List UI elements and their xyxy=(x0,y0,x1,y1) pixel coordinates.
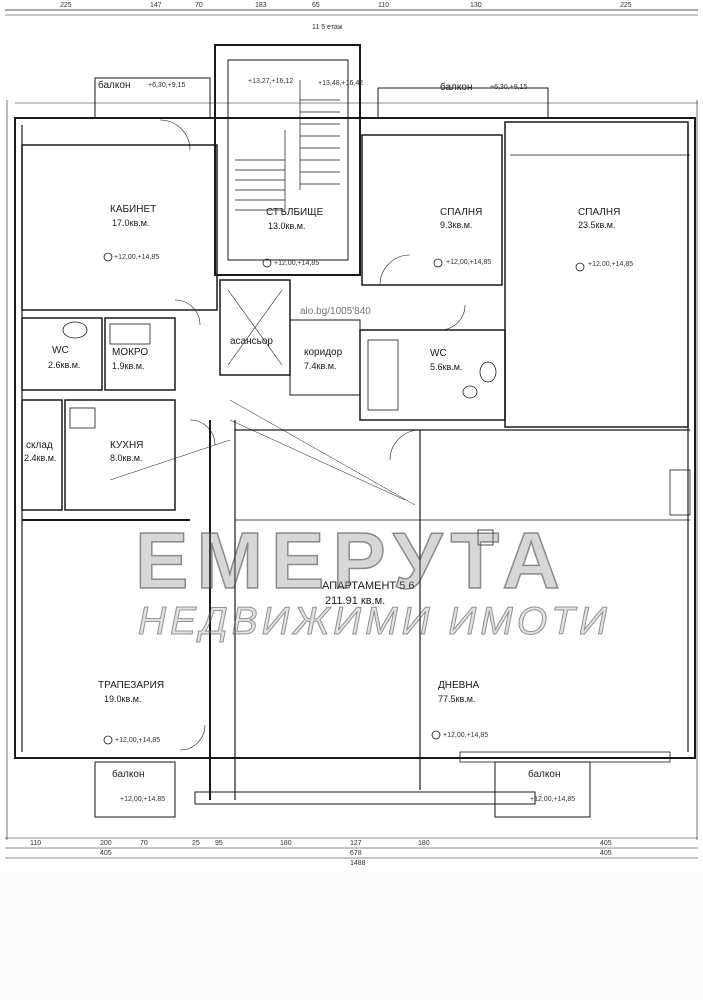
room-level: +12,00,+14,85 xyxy=(115,737,161,744)
room-area-wc-large: 5.6кв.м. xyxy=(430,362,463,372)
room-level: +12,00,+14,85 xyxy=(274,260,320,267)
room-area-kitchen: 8.0кв.м. xyxy=(110,453,143,463)
top-dim: 225 xyxy=(60,2,72,9)
bottom-dim: 110 xyxy=(30,840,42,847)
room-name-living: ДНЕВНА xyxy=(438,680,480,691)
room-level: +12,00,+14,85 xyxy=(446,259,492,266)
balcony-level: +12,00,+14,85 xyxy=(120,796,166,803)
room-name-storage: склад xyxy=(26,440,53,451)
room-area-corridor: 7.4кв.м. xyxy=(304,361,337,371)
room-level: +12,00,+14,85 xyxy=(114,254,160,261)
room-area-kabinet: 17.0кв.м. xyxy=(112,218,150,228)
apartment-area: 211.91 кв.м. xyxy=(325,595,386,607)
scan-margin xyxy=(0,872,703,1000)
top-dim: 130 xyxy=(470,2,482,9)
room-area-bedroom-small: 9.3кв.м. xyxy=(440,220,473,230)
balcony-label: балкон xyxy=(528,769,561,780)
bottom-dim: 95 xyxy=(215,840,223,847)
top-dim: 65 xyxy=(312,2,320,9)
bottom-dim: 405 xyxy=(600,850,612,857)
room-level: +12,00,+14,85 xyxy=(588,261,634,268)
room-name-kitchen: КУХНЯ xyxy=(110,440,144,451)
stair-level: +13,27,+16,12 xyxy=(248,78,294,85)
room-name-mokro: МОКРО xyxy=(112,347,149,358)
stair-level: +13,48,+16,42 xyxy=(318,80,364,87)
room-name-wc-small: WC xyxy=(52,345,69,356)
floor-note: 11 5 етаж xyxy=(312,24,343,31)
balcony-level: +6,30,+9,15 xyxy=(148,82,186,89)
balcony-label: балкон xyxy=(112,769,145,780)
watermark-tagline: НЕДВИЖИМИ ИМОТИ xyxy=(138,600,611,644)
room-name-bedroom-large: СПАЛНЯ xyxy=(578,207,621,218)
room-area-living: 77.5кв.м. xyxy=(438,694,476,704)
room-name-stairs: СТЪЛБИЩЕ xyxy=(266,207,324,218)
room-name-bedroom-small: СПАЛНЯ xyxy=(440,207,483,218)
bottom-dim-total: 1488 xyxy=(350,860,366,867)
room-name-wc-large: WC xyxy=(430,348,447,359)
room-area-mokro: 1.9кв.м. xyxy=(112,361,145,371)
room-area-dining: 19.0кв.м. xyxy=(104,694,142,704)
balcony-label: балкон xyxy=(98,80,131,91)
room-area-bedroom-large: 23.5кв.м. xyxy=(578,220,616,230)
bottom-dim: 405 xyxy=(100,850,112,857)
balcony-level: +12,00,+14,85 xyxy=(530,796,576,803)
balcony-level: +6,30,+9,15 xyxy=(490,84,528,91)
top-dim: 183 xyxy=(255,2,267,9)
balcony-label: балкон xyxy=(440,82,473,93)
room-area-storage: 2.4кв.м. xyxy=(24,453,57,463)
top-dim: 225 xyxy=(620,2,632,9)
bottom-dim: 25 xyxy=(192,840,200,847)
top-dim: 70 xyxy=(195,2,203,9)
room-area-wc-small: 2.6кв.м. xyxy=(48,360,81,370)
bottom-dim: 127 xyxy=(350,840,362,847)
bottom-dim: 200 xyxy=(100,840,112,847)
room-area-stairs: 13.0кв.м. xyxy=(268,221,306,231)
room-name-elevator: асансьор xyxy=(230,336,273,347)
watermark-brand: ЕМЕРУТА xyxy=(134,515,569,606)
apartment-name: АПАРТАМЕНТ 5 6 xyxy=(322,580,415,592)
bottom-dim: 70 xyxy=(140,840,148,847)
top-dim: 147 xyxy=(150,2,162,9)
room-name-kabinet: КАБИНЕТ xyxy=(110,204,157,215)
bottom-dim: 678 xyxy=(350,850,362,857)
bottom-dim: 405 xyxy=(600,840,612,847)
room-name-dining: ТРАПЕЗАРИЯ xyxy=(98,680,165,691)
top-dim: 110 xyxy=(378,2,390,9)
watermark-url: alo.bg/1005'840 xyxy=(300,306,371,317)
room-level: +12,00,+14,85 xyxy=(443,732,489,739)
bottom-dim: 180 xyxy=(418,840,430,847)
bottom-dim: 180 xyxy=(280,840,292,847)
room-name-corridor: коридор xyxy=(304,347,343,358)
